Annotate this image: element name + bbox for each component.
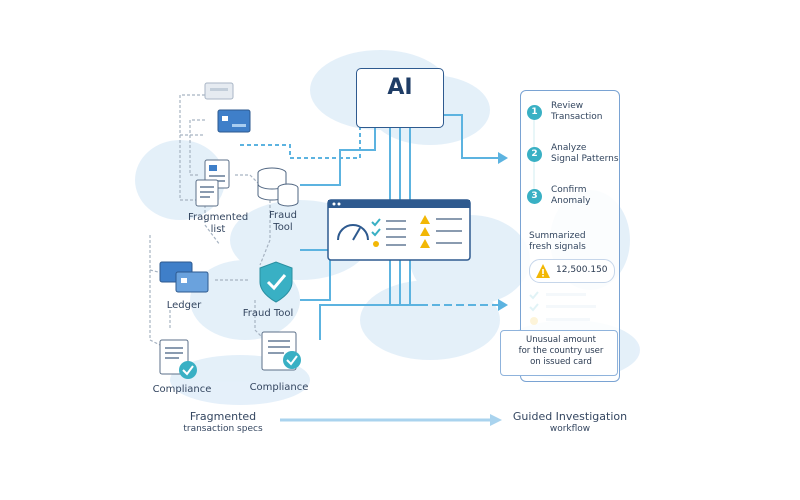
footer-left-label: Fragmented transaction specs [168,410,278,436]
ai-engine-box: AI [356,68,444,128]
compliance-doc-icon-mid [261,331,301,371]
footer-right-label: Guided Investigation workflow [508,410,632,436]
flow-lines [240,114,498,422]
ai-label: AI [387,75,413,100]
callout-line: on issued card [530,357,592,367]
fraud-tool-mid-label: Fraud Tool [242,308,294,319]
credit-card-icon [217,109,251,133]
fragmented-list-line-2: list [210,224,226,235]
step-line: Signal Patterns [551,154,619,164]
compliance-mid-label: Compliance [249,382,309,393]
footer-left-sub: transaction specs [183,424,263,434]
step-line: Confirm [551,185,587,195]
summary-line: fresh signals [529,242,586,252]
step-number: 1 [527,105,542,120]
arrowheads [490,152,508,426]
step-line: Transaction [551,112,603,122]
step-line: Analyze [551,143,587,153]
amount-badge: 12,500.150 [529,259,615,283]
footer-right-sub: workflow [549,424,591,434]
dashboard-window [327,199,471,261]
fraud-tool-top-line-2: Tool [273,222,293,233]
step-text: Confirm Anomaly [551,185,590,207]
summary-label: Summarized fresh signals [529,231,586,253]
step-number: 2 [527,147,542,162]
step-text: Analyze Signal Patterns [551,143,619,165]
fragmented-list-label: Fragmented list [188,212,248,236]
fraud-tool-top-line-1: Fraud [269,210,297,221]
ledger-label: Ledger [166,300,202,311]
shield-check-icon [259,261,293,303]
anomaly-callout: Unusual amount for the country user on i… [500,330,618,376]
callout-line: Unusual amount [526,335,596,345]
footer-right-title: Guided Investigation [512,410,628,423]
step-line: Review [551,101,584,111]
warning-icon [536,264,550,278]
amount-value: 12,500.150 [556,265,608,275]
footer-left-title: Fragmented [189,410,257,423]
callout-line: for the country user [518,346,604,356]
fraud-tool-top-label: Fraud Tool [258,210,308,234]
summary-line: Summarized [529,231,586,241]
compliance-doc-icon-left [159,339,197,379]
ledger-cards-icon [159,261,209,293]
compliance-left-label: Compliance [152,384,212,395]
step-line: Anomaly [551,196,591,206]
fragmented-list-line-1: Fragmented [188,212,249,223]
card-icon-top [204,82,234,100]
step-number: 3 [527,189,542,204]
step-text: Review Transaction [551,101,603,123]
database-icon [257,167,299,207]
document-icon-stack [195,159,230,207]
